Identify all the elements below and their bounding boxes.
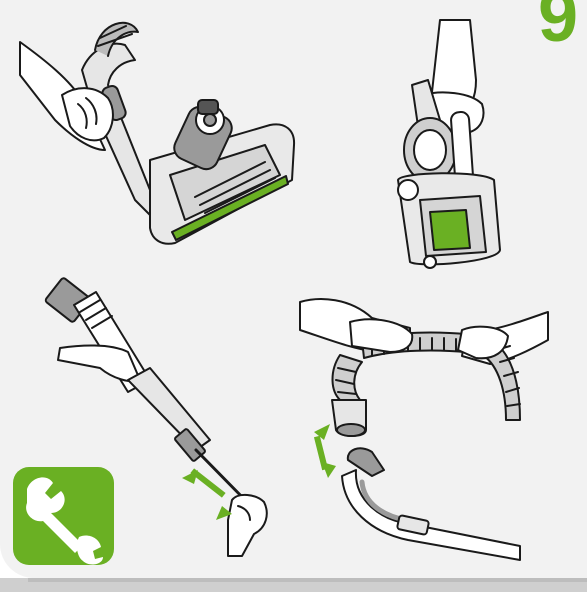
hand-left bbox=[350, 319, 412, 352]
double-arrow-icon bbox=[182, 468, 232, 520]
wand-tube bbox=[128, 368, 210, 450]
upper-arm bbox=[58, 345, 140, 381]
hose-illustration bbox=[300, 299, 548, 560]
vacuum-floor-head-illustration bbox=[20, 23, 294, 244]
brush-roll bbox=[430, 210, 470, 250]
footer-rule-inner bbox=[28, 578, 587, 582]
double-arrow-icon bbox=[314, 424, 336, 478]
hose-handle-curve bbox=[342, 470, 520, 560]
tool-badge bbox=[13, 467, 114, 565]
lower-hand bbox=[228, 495, 267, 556]
vacuum-underside-illustration bbox=[398, 20, 500, 268]
wrench-icon bbox=[13, 467, 114, 565]
